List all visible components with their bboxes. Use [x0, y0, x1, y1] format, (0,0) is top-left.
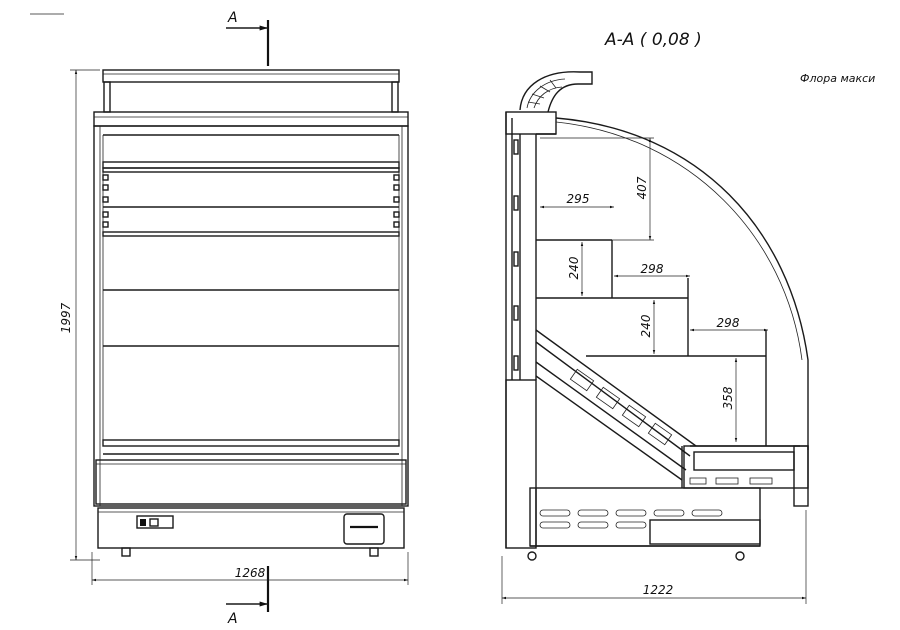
lower-body: [505, 379, 537, 549]
dimension-width-value: 1268: [235, 566, 266, 580]
compressor-base: [529, 487, 761, 547]
front-view: [93, 69, 409, 557]
shelf-perforations: [569, 368, 673, 446]
section-label-bottom: A: [227, 611, 238, 627]
front-shelf-brackets: [102, 174, 400, 228]
dimension-298-lower: 298: [690, 316, 768, 332]
dimension-407: 407: [540, 137, 654, 241]
caster-front: [735, 551, 745, 561]
rear-slots: [513, 139, 519, 371]
dimension-298-lower-value: 298: [717, 316, 740, 330]
dimension-240-lower: 240: [639, 300, 656, 354]
front-top-frame: [93, 111, 409, 127]
service-hatch: [343, 513, 385, 545]
air-curtain-arc: [555, 117, 809, 450]
dimension-240-lower-value: 240: [639, 314, 653, 337]
dimension-298-upper-value: 298: [641, 262, 664, 276]
dimension-240-upper: 240: [567, 242, 584, 296]
front-foot-left: [121, 547, 131, 557]
front-rail: [793, 445, 809, 507]
front-canopy-post-left: [103, 81, 111, 113]
dimension-height: 1997: [59, 69, 100, 561]
caster-rear: [527, 551, 537, 561]
dimension-298-upper: 298: [614, 262, 690, 278]
dimension-358: 358: [721, 358, 738, 442]
vent-slots: [539, 509, 723, 529]
rear-column: [505, 111, 557, 135]
section-view: [505, 71, 809, 561]
front-base: [97, 507, 405, 549]
dimension-407-value: 407: [635, 176, 649, 199]
canopy-ornament: [519, 71, 593, 113]
section-label-top: A: [227, 10, 238, 26]
dimension-width: 1268: [91, 552, 409, 585]
front-shelves: [95, 134, 407, 505]
front-canopy-post-right: [391, 81, 399, 113]
section-marker-top: A: [226, 10, 270, 66]
front-body: [93, 125, 409, 507]
control-panel: [136, 515, 174, 529]
dimension-295: 295: [540, 192, 614, 209]
dimension-358-value: 358: [721, 386, 735, 409]
dimension-height-value: 1997: [59, 302, 73, 333]
section-title: A-A ( 0,08 ): [604, 30, 702, 50]
dimension-240-upper-value: 240: [567, 256, 581, 279]
front-foot-right: [369, 547, 379, 557]
dimension-depth-value: 1222: [643, 583, 674, 597]
dimension-depth: 1222: [501, 510, 807, 604]
model-name: Флора макси: [800, 72, 875, 85]
inclined-shelf: [535, 329, 697, 488]
dimension-295-value: 295: [567, 192, 590, 206]
front-canopy: [102, 69, 400, 83]
section-marker-bottom: A: [226, 566, 270, 627]
